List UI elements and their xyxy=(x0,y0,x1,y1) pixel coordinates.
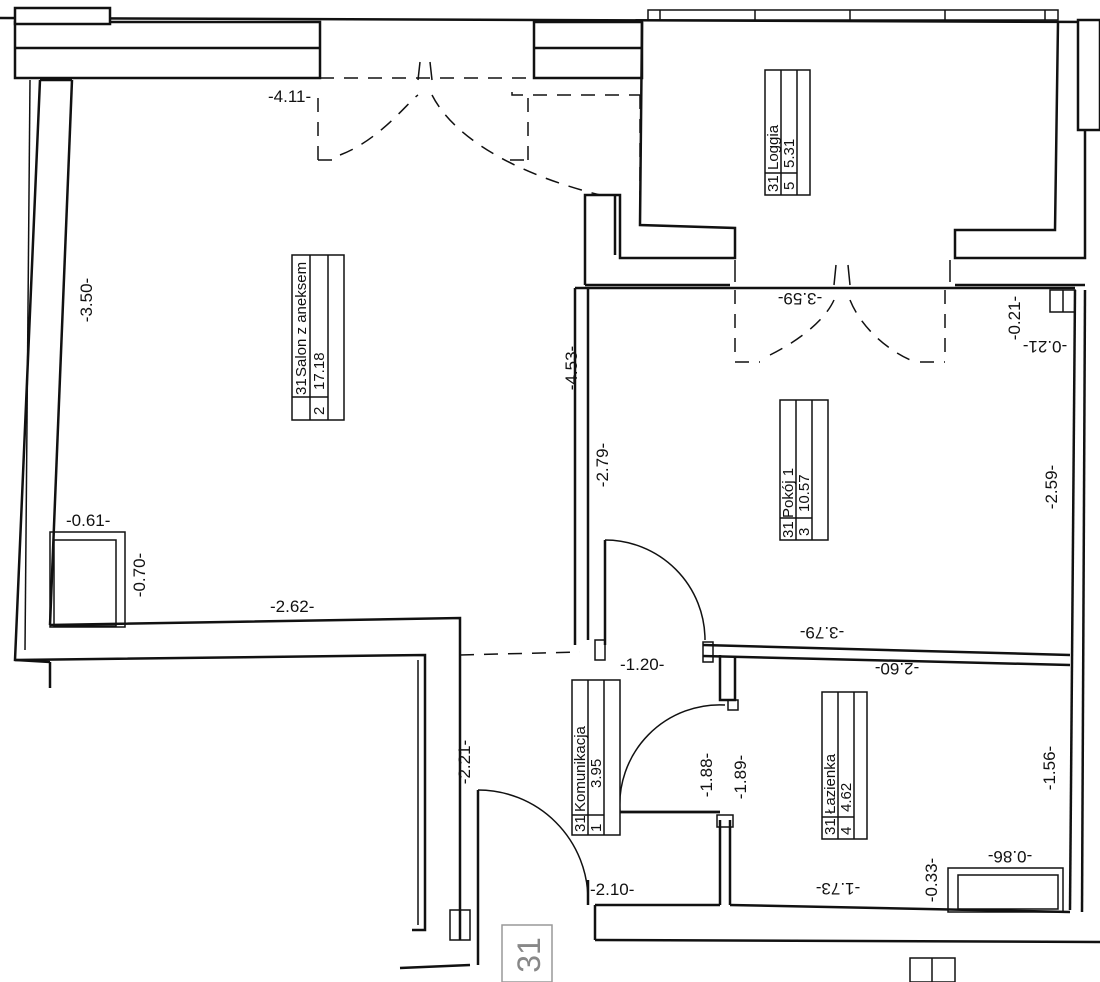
room-name: Pokój 1 xyxy=(780,468,797,518)
room-label-pokoj: 31 Pokój 1 3 10.57 xyxy=(779,399,829,541)
dim-label: -1.89- xyxy=(731,755,750,799)
room-label-salon: 31 Salon z aneksem 2 17.18 xyxy=(291,254,345,421)
dim-label: -1.73- xyxy=(816,879,860,898)
dim-label: -2.60- xyxy=(875,659,919,678)
dim-label: -3.59- xyxy=(778,289,822,308)
dim-label: -4.53- xyxy=(562,346,581,390)
room-label-komunikacja: 31 Komunikacja 1 3.95 xyxy=(571,679,621,836)
room-number: 1 xyxy=(588,824,605,832)
room-label-lazienka: 31 Łazienka 4 4.62 xyxy=(821,691,868,840)
dim-label: -2.79- xyxy=(593,443,612,487)
dim-label: -0.33- xyxy=(922,858,941,902)
dim-label: -0.86- xyxy=(988,847,1032,866)
room-unit: 31 xyxy=(822,818,839,835)
room-unit: 31 xyxy=(293,378,310,395)
room-number: 4 xyxy=(838,827,855,835)
dim-label: -0.21- xyxy=(1023,337,1067,356)
corridor-walls xyxy=(459,651,1100,982)
room-area: 5.31 xyxy=(781,139,798,168)
dim-label: -0.70- xyxy=(130,553,149,597)
salon-loggia-door xyxy=(317,61,641,196)
dim-label: -0.21- xyxy=(1005,296,1024,340)
dim-label: -2.62- xyxy=(270,597,314,616)
room-number: 3 xyxy=(796,528,813,536)
room-label-loggia: 31 Loggia 5 5.31 xyxy=(764,69,811,196)
unit-number: 31 xyxy=(511,937,547,973)
pokoj-walls xyxy=(573,283,1087,913)
room-area: 17.18 xyxy=(311,352,328,390)
room-number: 5 xyxy=(781,182,798,190)
dim-label: -2.21- xyxy=(455,740,474,784)
pokoj-door xyxy=(594,539,714,663)
niche xyxy=(49,531,126,628)
room-name: Łazienka xyxy=(822,753,839,814)
room-number: 2 xyxy=(311,407,328,415)
left-wall xyxy=(13,78,74,664)
dim-label: -1.88- xyxy=(697,753,716,797)
top-wall xyxy=(0,6,1100,80)
dimension-labels: -4.11- -3.50- -4.53- -2.79- -3.59- -0.21… xyxy=(66,87,1067,902)
loggia-walls xyxy=(583,18,1100,285)
dim-label: -0.61- xyxy=(66,511,110,530)
room-name: Komunikacja xyxy=(572,725,589,812)
dim-label: -1.20- xyxy=(620,655,664,674)
entrance-door xyxy=(476,789,590,965)
dim-label: -1.56- xyxy=(1040,746,1059,790)
room-unit: 31 xyxy=(780,521,797,538)
dim-label: -3.79- xyxy=(800,623,844,642)
room-name: Loggia xyxy=(765,124,782,170)
room-area: 3.95 xyxy=(588,759,605,788)
unit-number-box: 31 xyxy=(501,924,553,982)
salon-bottom-wall xyxy=(14,616,471,970)
room-unit: 31 xyxy=(765,175,782,192)
room-name: Salon z aneksem xyxy=(293,262,310,377)
room-unit: 31 xyxy=(572,815,589,832)
dim-label: -4.11- xyxy=(268,87,311,106)
dim-label: -3.50- xyxy=(77,278,96,322)
room-area: 4.62 xyxy=(838,783,855,812)
bathroom-door xyxy=(618,704,726,814)
pokoj-loggia-door xyxy=(734,260,951,363)
dim-label: -2.59- xyxy=(1042,465,1061,509)
dim-label: -2.10- xyxy=(590,880,634,899)
room-area: 10.57 xyxy=(796,474,813,512)
